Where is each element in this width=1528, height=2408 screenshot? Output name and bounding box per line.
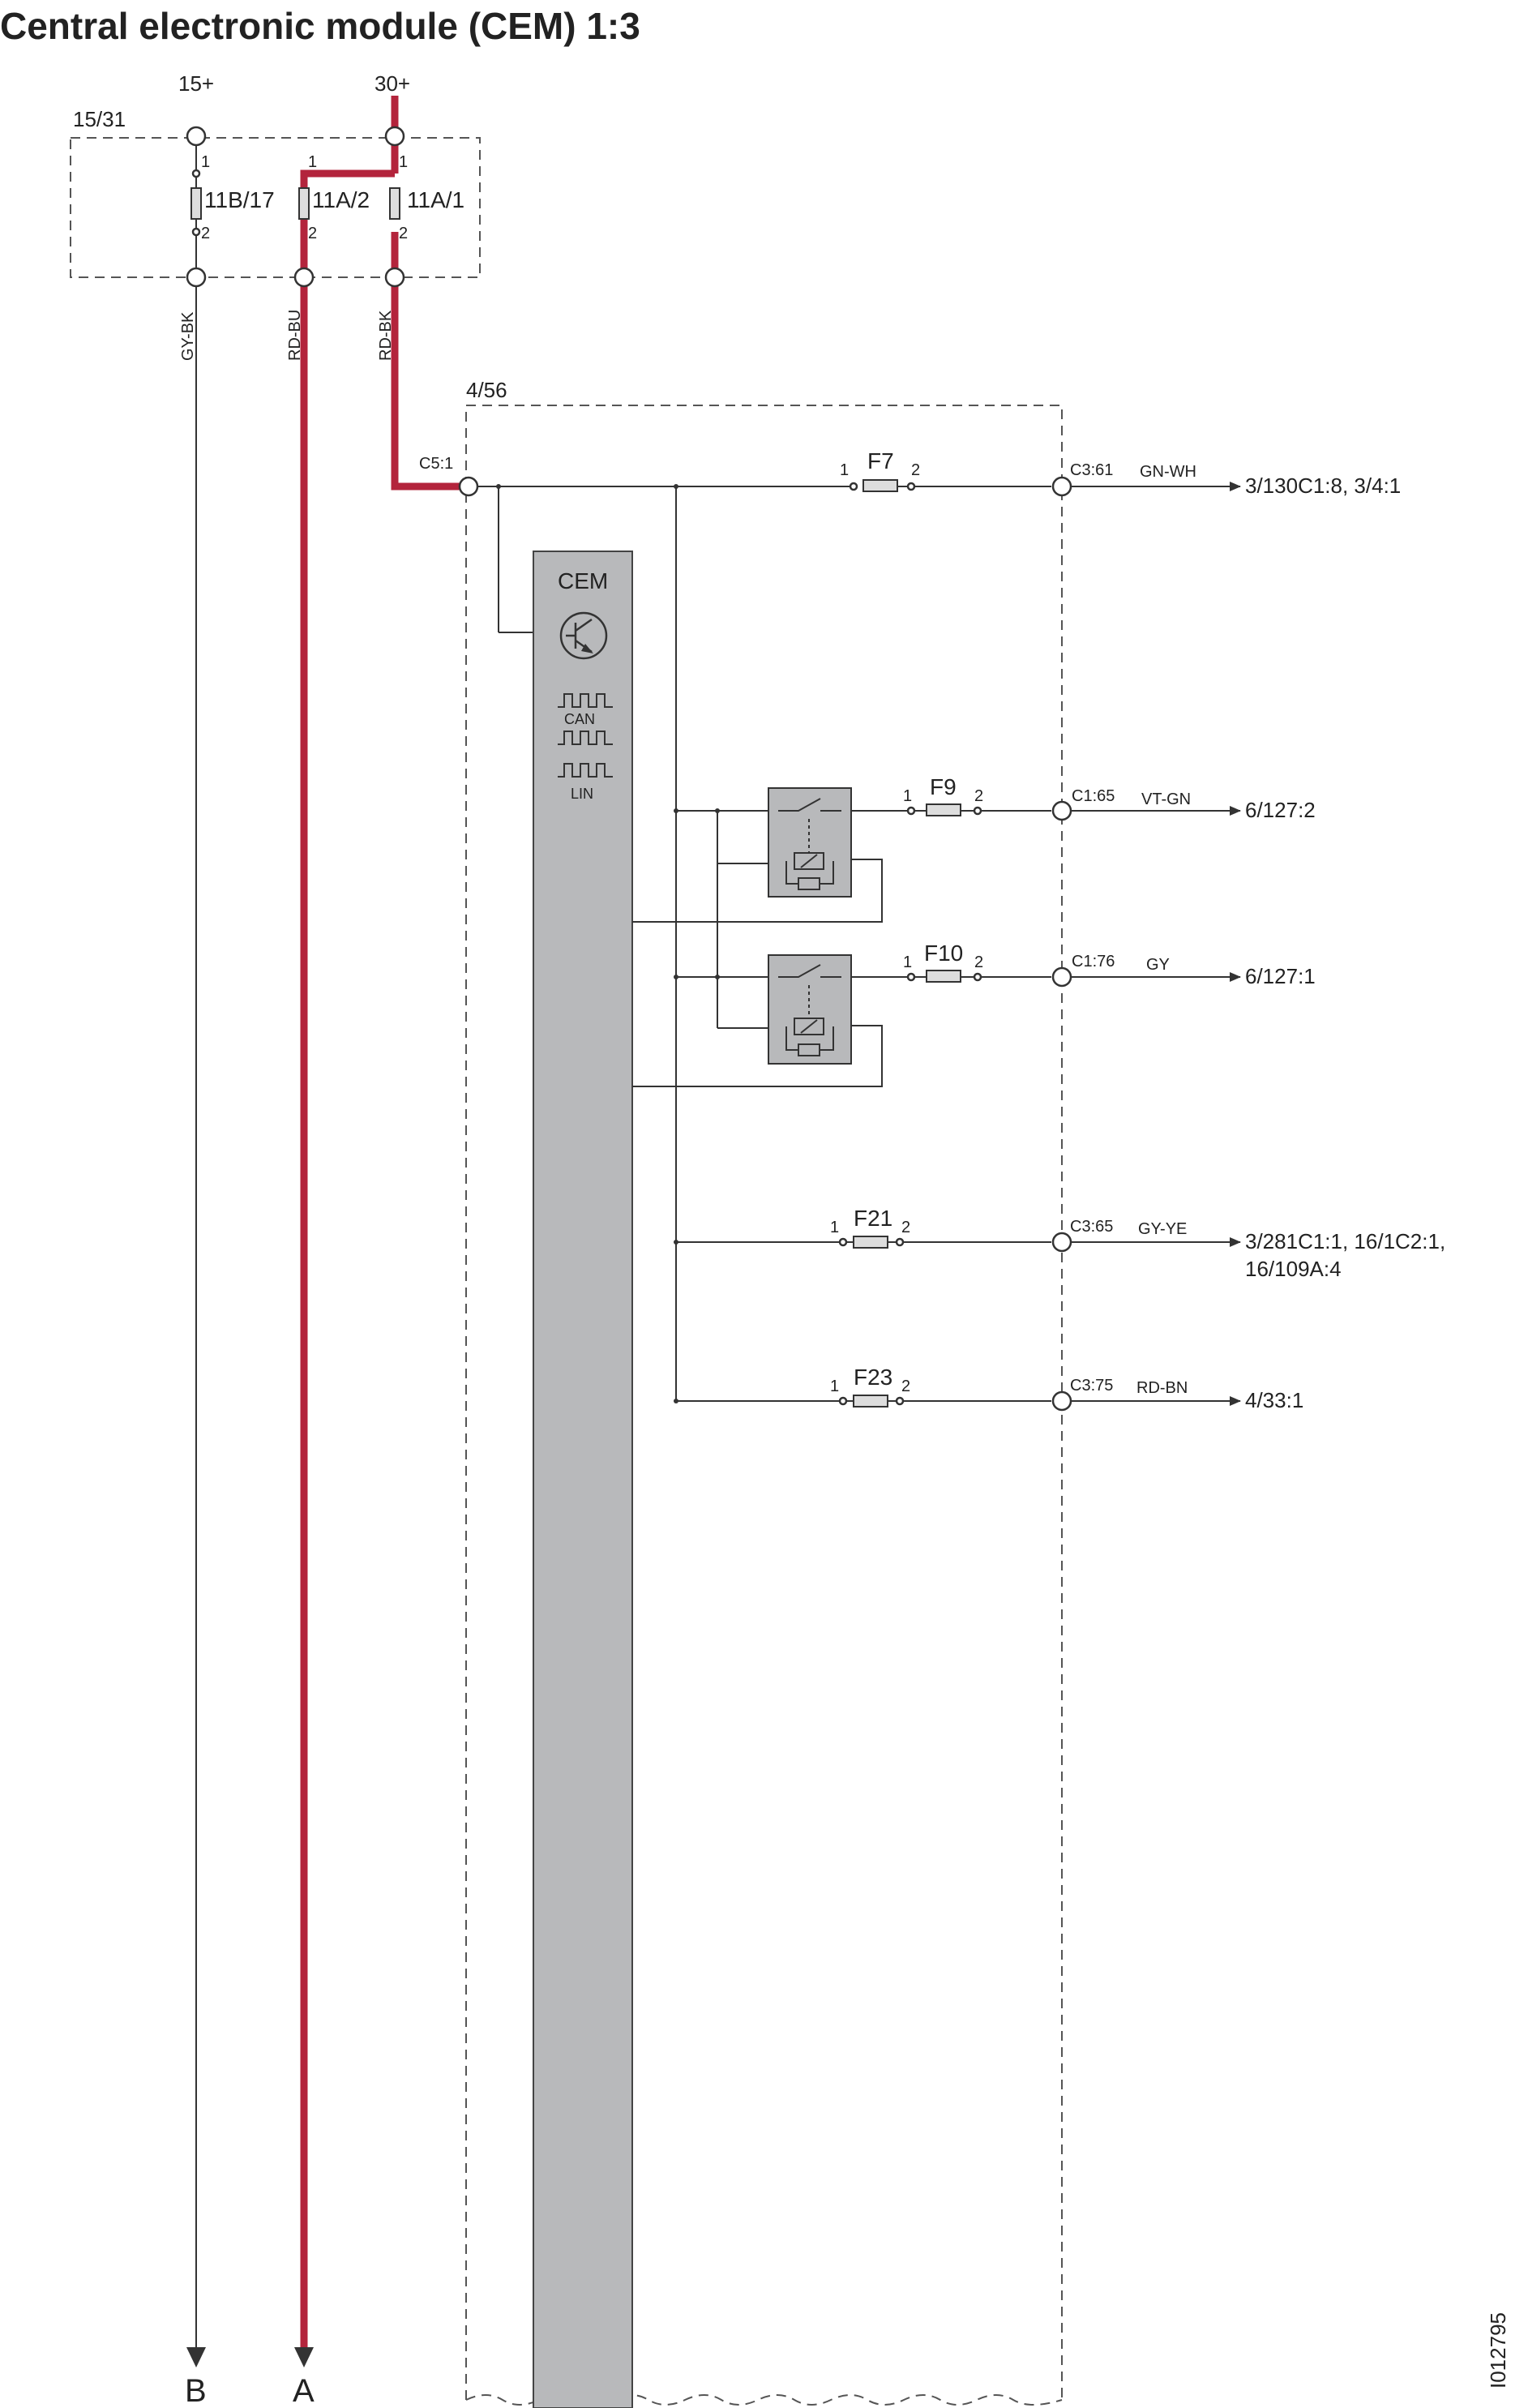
wire-gy: GY (1146, 956, 1170, 974)
dest-f21-line2: 16/109A:4 (1245, 1257, 1342, 1281)
fuse-11a2-label: 11A/2 (312, 187, 370, 212)
svg-text:1: 1 (399, 153, 408, 171)
connector-c3-75: C3:75 (1070, 1377, 1113, 1395)
svg-text:1: 1 (903, 953, 912, 971)
svg-text:2: 2 (201, 225, 210, 242)
fuse-box-name: 15/31 (73, 107, 126, 131)
terminal-11b17-out (186, 267, 207, 288)
fuse-f7-label: F7 (867, 448, 894, 473)
output-f21 (674, 1232, 1241, 1253)
output-f23 (674, 1390, 1241, 1412)
fuse-11a1 (389, 187, 400, 220)
dest-f21-line1: 3/281C1:1, 16/1C2:1, (1245, 1229, 1445, 1253)
fuse-11b17 (190, 187, 202, 220)
fuse-f23 (853, 1395, 888, 1408)
svg-text:1: 1 (201, 153, 210, 171)
fuse-box-frame (70, 137, 481, 278)
fuse-11b17-label: 11B/17 (204, 187, 275, 212)
connector-c1-76: C1:76 (1072, 953, 1115, 970)
lin-label: LIN (571, 786, 593, 802)
relay-f10 (632, 863, 1241, 1087)
connector-c3-61: C3:61 (1070, 461, 1113, 479)
terminal-c5-1 (458, 476, 479, 497)
dest-f9: 6/127:2 (1245, 798, 1316, 822)
fuse-f9-label: F9 (930, 774, 957, 799)
cem-box-name: 4/56 (466, 378, 507, 402)
arrow-a (294, 2347, 314, 2367)
terminal-11a2-out (293, 267, 315, 288)
svg-text:2: 2 (399, 225, 408, 242)
fuse-11a2 (298, 187, 310, 220)
wire-vt-gn: VT-GN (1141, 791, 1191, 808)
document-id: I012795 (1486, 2312, 1510, 2389)
svg-text:2: 2 (901, 1378, 910, 1395)
wire-gy-ye: GY-YE (1138, 1220, 1187, 1238)
fuse-f21 (853, 1236, 888, 1249)
arrow-b (186, 2347, 206, 2367)
terminal-11a1-out (384, 267, 405, 288)
svg-text:1: 1 (830, 1219, 839, 1236)
wire-label-rd-bk: RD-BK (377, 310, 395, 361)
relay-f9 (632, 787, 1241, 923)
can-label: CAN (564, 711, 595, 727)
cem-label: CEM (558, 568, 608, 593)
cem-input-label: C5:1 (419, 455, 453, 473)
page-title: Central electronic module (CEM) 1:3 (0, 5, 640, 47)
svg-text:1: 1 (308, 153, 317, 171)
svg-text:2: 2 (901, 1219, 910, 1236)
fuse-f7 (862, 479, 898, 492)
cem-module (533, 551, 633, 2408)
wire-rd-bu (300, 169, 395, 2347)
svg-text:1: 1 (903, 787, 912, 805)
svg-text:1: 1 (830, 1378, 839, 1395)
wire-rd-bk (391, 232, 469, 491)
dest-f7: 3/130C1:8, 3/4:1 (1245, 473, 1401, 498)
fuse-f9 (926, 803, 961, 816)
fuse-11a1-label: 11A/1 (407, 187, 464, 212)
dest-f23: 4/33:1 (1245, 1388, 1303, 1412)
svg-text:2: 2 (308, 225, 317, 242)
can-bus-icon (558, 693, 613, 778)
wire-label-rd-bu: RD-BU (286, 310, 304, 361)
bus-a-label: A (293, 2373, 315, 2408)
terminal-30 (384, 126, 405, 147)
wire-label-gy-bk: GY-BK (179, 311, 197, 361)
transistor-icon (559, 611, 608, 660)
bus-b-label: B (185, 2373, 207, 2408)
terminal-15 (186, 126, 207, 147)
svg-text:2: 2 (974, 953, 983, 971)
svg-text:2: 2 (974, 787, 983, 805)
output-f7 (849, 476, 1241, 497)
supply-30-label: 30+ (375, 71, 410, 96)
dest-f10: 6/127:1 (1245, 964, 1316, 988)
connector-c3-65: C3:65 (1070, 1218, 1113, 1236)
fuse-f21-label: F21 (854, 1206, 892, 1231)
connector-c1-65: C1:65 (1072, 787, 1115, 805)
svg-text:2: 2 (911, 461, 920, 479)
fuse-f23-label: F23 (854, 1365, 892, 1390)
wire-gn-wh: GN-WH (1140, 463, 1196, 481)
wire-rd-bn: RD-BN (1136, 1379, 1188, 1397)
svg-text:1: 1 (840, 461, 849, 479)
supply-15-label: 15+ (178, 71, 214, 96)
fuse-f10 (926, 970, 961, 983)
fuse-f10-label: F10 (924, 940, 963, 966)
